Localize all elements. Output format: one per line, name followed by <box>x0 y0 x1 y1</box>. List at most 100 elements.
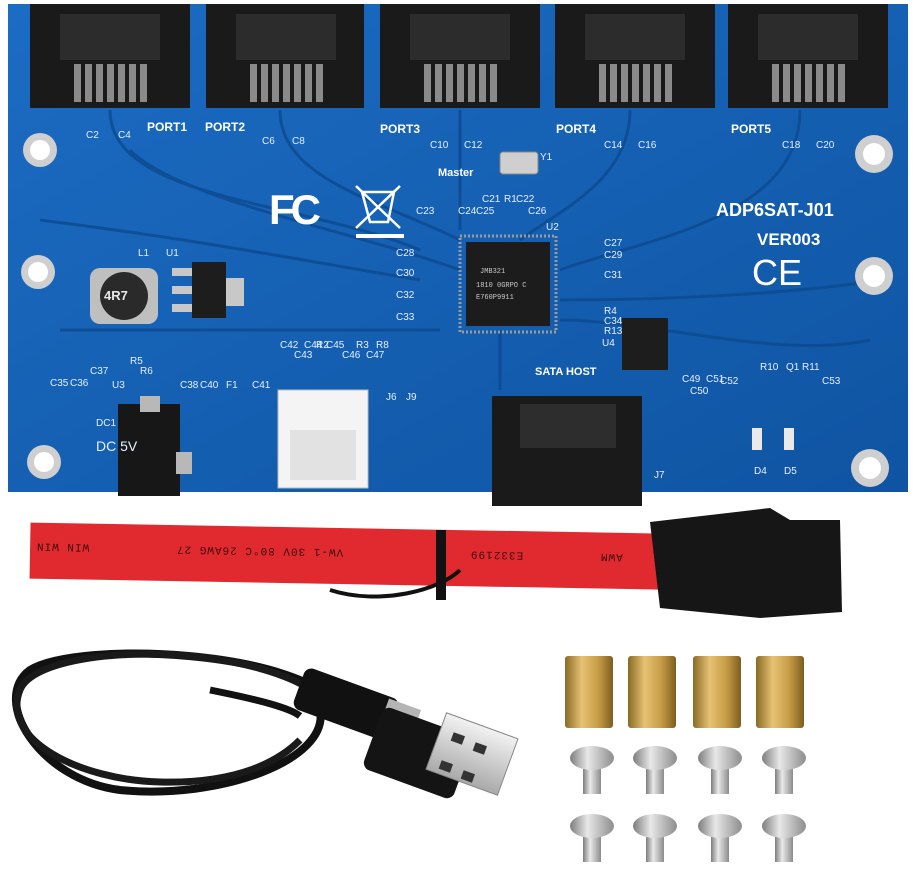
connector-pin <box>772 64 779 102</box>
label-c44: C44 <box>304 340 323 351</box>
label-c10: C10 <box>430 140 449 151</box>
sata-host-label: SATA HOST <box>535 366 597 378</box>
chip-text-2: 1810 0GRPO C <box>476 282 527 290</box>
brass-standoffs <box>565 656 804 728</box>
master-label: Master <box>438 167 474 179</box>
label-c16: C16 <box>638 140 657 151</box>
label-c8: C8 <box>292 136 305 147</box>
usb-cable <box>12 649 519 799</box>
connector-pin <box>74 64 81 102</box>
label-j7: J7 <box>654 470 665 481</box>
cable-text-1: WIN WIN <box>35 539 90 553</box>
label-c41: C41 <box>252 380 271 391</box>
controller-chip <box>466 242 550 326</box>
label-c27: C27 <box>604 238 623 249</box>
connector-pin <box>424 64 431 102</box>
label-c37: C37 <box>90 366 109 377</box>
label-y1: Y1 <box>540 152 553 163</box>
label-c53: C53 <box>822 376 841 387</box>
label-r11: R11 <box>802 362 820 373</box>
label-c51: C51 <box>706 374 725 385</box>
connector-pin <box>96 64 103 102</box>
mounting-holes <box>21 133 893 487</box>
connector-pin <box>838 64 845 102</box>
connector-pin <box>129 64 136 102</box>
power-label: DC 5V <box>96 438 138 454</box>
label-c2: C2 <box>86 130 99 141</box>
label-c32: C32 <box>396 290 415 301</box>
connector-pin <box>621 64 628 102</box>
model-label: ADP6SAT-J01 <box>716 200 834 220</box>
label-u1: U1 <box>166 248 179 259</box>
label-c18: C18 <box>782 140 801 151</box>
port3-label: PORT3 <box>380 122 421 136</box>
label-c46: C46 <box>342 350 361 361</box>
port1-label: PORT1 <box>147 120 188 134</box>
screw <box>698 746 742 794</box>
sata-cable <box>29 508 842 618</box>
label-d4: D4 <box>754 466 767 477</box>
connector-pin <box>490 64 497 102</box>
dc-jack <box>118 404 180 496</box>
label-c30: C30 <box>396 268 415 279</box>
label-c4: C4 <box>118 130 131 141</box>
label-c21: C21 <box>482 194 501 205</box>
label-c49: C49 <box>682 374 701 385</box>
connector-pin <box>643 64 650 102</box>
label-r10: R10 <box>760 362 779 373</box>
connector-pin <box>827 64 834 102</box>
connector-pin <box>816 64 823 102</box>
label-c24: C24 <box>458 206 477 217</box>
label-u3: U3 <box>112 380 125 391</box>
screw <box>762 746 806 794</box>
connector-pin <box>479 64 486 102</box>
label-c25: C25 <box>476 206 495 217</box>
connector-pin <box>250 64 257 102</box>
connector-pin <box>118 64 125 102</box>
label-c35: C35 <box>50 378 69 389</box>
label-j6: J6 <box>386 392 397 403</box>
connector-pin <box>261 64 268 102</box>
label-c34: C34 <box>604 316 623 327</box>
label-c31: C31 <box>604 270 623 281</box>
label-c20: C20 <box>816 140 835 151</box>
screw <box>762 814 806 862</box>
label-c6: C6 <box>262 136 275 147</box>
connector-pin <box>283 64 290 102</box>
label-q1: Q1 <box>786 362 800 373</box>
connector-pin <box>599 64 606 102</box>
label-c50: C50 <box>690 386 709 397</box>
screws <box>570 746 806 862</box>
label-c28: C28 <box>396 248 415 259</box>
connector-pin <box>305 64 312 102</box>
screw <box>570 746 614 794</box>
label-c52: C52 <box>720 376 739 387</box>
crystal <box>499 151 539 175</box>
connector-pin <box>457 64 464 102</box>
cable-text-4: AWM <box>599 549 623 563</box>
connector-pin <box>85 64 92 102</box>
port2-label: PORT2 <box>205 120 246 134</box>
connector-pin <box>468 64 475 102</box>
version-label: VER003 <box>757 230 821 249</box>
label-dc1: DC1 <box>96 418 117 429</box>
connector-pin <box>435 64 442 102</box>
connector-pin <box>316 64 323 102</box>
label-r5: R5 <box>130 356 143 367</box>
label-c26: C26 <box>528 206 547 217</box>
label-c22: C22 <box>516 194 535 205</box>
fcc-mark: FC <box>269 186 321 233</box>
ce-mark: CE <box>752 252 803 293</box>
label-c42: C42 <box>280 340 299 351</box>
inductor-text: 4R7 <box>104 288 128 303</box>
label-r4: R4 <box>604 306 617 317</box>
label-c47: C47 <box>366 350 385 361</box>
connector-pin <box>794 64 801 102</box>
chip-text-1: JMB321 <box>480 268 506 276</box>
connector-pin <box>632 64 639 102</box>
screw <box>570 814 614 862</box>
label-c23: C23 <box>416 206 435 217</box>
pcb-board <box>8 4 908 506</box>
label-r2: R2 <box>316 340 329 351</box>
